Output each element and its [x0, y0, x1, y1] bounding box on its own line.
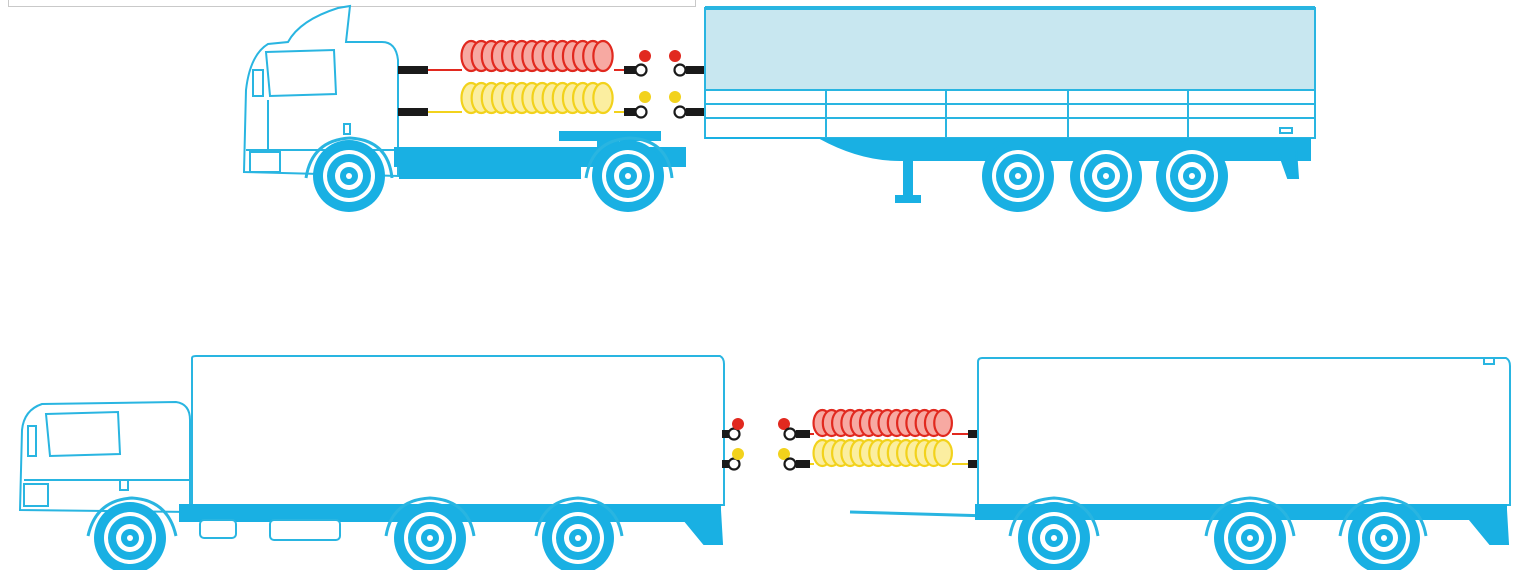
semitrailer-wheel-3 — [1156, 140, 1228, 212]
trailer-red-coupling — [778, 418, 814, 440]
trailer-yellow-coupling — [778, 448, 814, 470]
tractor-front-wheel — [313, 140, 385, 212]
tractor-connector-black-red — [398, 66, 462, 74]
yellow-air-line-coil — [461, 83, 612, 113]
red-air-line-coil-trailer — [814, 410, 952, 436]
trailer-line-ends — [952, 430, 978, 468]
tractor-yellow-couplings — [614, 91, 706, 118]
coil-loop — [593, 41, 612, 71]
rigid-red-coupling — [722, 418, 744, 440]
semitrailer-wheel-1 — [982, 140, 1054, 212]
tractor-rear-wheel — [592, 140, 664, 212]
rigid-yellow-coupling — [722, 448, 744, 470]
red-air-line-coil — [461, 41, 612, 71]
tractor-red-couplings — [614, 50, 706, 76]
coil-loop — [934, 440, 952, 466]
tractor-connector-black-yellow — [398, 108, 462, 116]
yellow-air-line-coil-trailer — [814, 440, 952, 466]
coil-loop — [934, 410, 952, 436]
coil-loop — [593, 83, 612, 113]
semitrailer-wheel-2 — [1070, 140, 1142, 212]
